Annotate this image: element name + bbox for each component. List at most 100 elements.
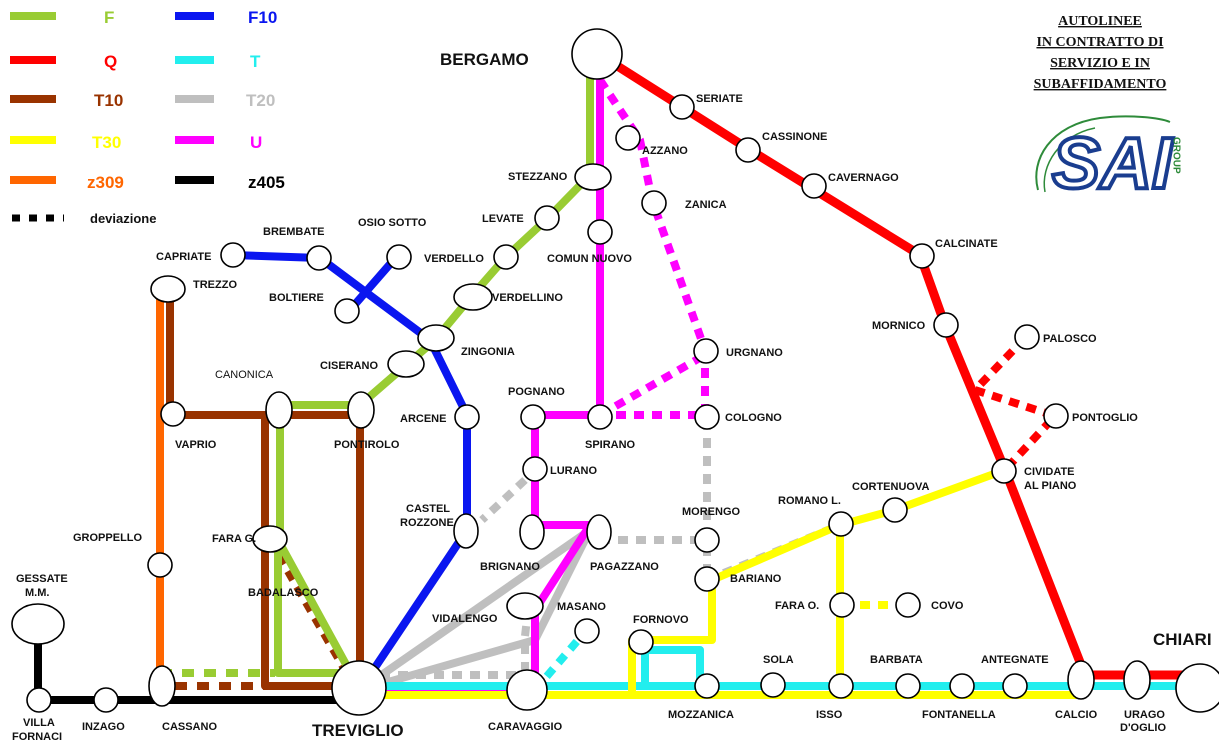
label-fara-o: FARA O.: [775, 600, 819, 612]
route-f10: [231, 251, 471, 693]
station-pognano: [520, 404, 546, 430]
label-bariano: BARIANO: [730, 573, 782, 585]
label-zanica: ZANICA: [685, 199, 727, 211]
label-vidalengo: VIDALENGO: [432, 613, 498, 625]
station-isso: [828, 673, 854, 699]
label-pognano: POGNANO: [508, 386, 565, 398]
station-gessate: [11, 603, 65, 645]
station-palosco: [1014, 324, 1040, 350]
station-vidalengo: [506, 592, 544, 620]
label-mozzanica: MOZZANICA: [668, 709, 734, 721]
label-levate: LEVATE: [482, 213, 524, 225]
station-fornovo: [628, 629, 654, 655]
station-lurano: [522, 456, 548, 482]
station-fara-g: [252, 525, 288, 553]
label-verdello: VERDELLO: [424, 253, 484, 265]
legend-label-z309: z309: [87, 173, 124, 192]
route-u-deviation-zanica: [596, 77, 709, 352]
station-verdello: [493, 244, 519, 270]
label-capriate: CAPRIATE: [156, 251, 211, 263]
label-barbata: BARBATA: [870, 654, 923, 666]
label-urago-2: D'OGLIO: [1120, 722, 1166, 734]
legend-label-t: T: [250, 52, 261, 71]
label-mornico: MORNICO: [872, 320, 926, 332]
label-isso: ISSO: [816, 709, 843, 721]
label-sola: SOLA: [763, 654, 794, 666]
station-castel-rozzone: [453, 513, 479, 549]
label-calcio: CALCIO: [1055, 709, 1098, 721]
route-q-deviation-palosco: [972, 335, 1028, 393]
station-cividate: [991, 458, 1017, 484]
station-calcinate: [909, 243, 935, 269]
label-osio-sotto: OSIO SOTTO: [358, 217, 427, 229]
station-bariano: [694, 566, 720, 592]
label-brignano: BRIGNANO: [480, 561, 540, 573]
label-fornovo: FORNOVO: [633, 614, 689, 626]
station-morengo: [694, 527, 720, 553]
station-covo: [895, 592, 921, 618]
label-calcinate: CALCINATE: [935, 238, 998, 250]
label-chiari: CHIARI: [1153, 630, 1212, 649]
station-levate: [534, 205, 560, 231]
station-comun-nuovo: [587, 219, 613, 245]
label-seriate: SERIATE: [696, 93, 743, 105]
route-t-fornovo: [641, 646, 704, 686]
label-gessate-1: GESSATE: [16, 573, 68, 585]
label-pontoglio: PONTOGLIO: [1072, 412, 1138, 424]
station-osio-sotto: [386, 244, 412, 270]
station-capriate: [220, 242, 246, 268]
station-treviglio: [331, 660, 387, 716]
route-t20-deviation-castel: [479, 477, 528, 523]
label-pontirolo: PONTIROLO: [334, 439, 400, 451]
label-cassano: CASSANO: [162, 721, 217, 733]
station-pagazzano: [586, 514, 612, 550]
station-labels: BERGAMO TREVIGLIO CHIARI SERIATE CASSINO…: [12, 50, 1212, 740]
station-trezzo: [150, 275, 186, 303]
label-azzano: AZZANO: [642, 145, 688, 157]
route-u-deviation-spirano: [598, 351, 707, 419]
label-pagazzano: PAGAZZANO: [590, 561, 659, 573]
station-zingonia: [417, 324, 455, 352]
station-groppello: [147, 552, 173, 578]
label-gessate-2: M.M.: [25, 587, 49, 599]
route-t10: [166, 290, 360, 690]
logo-group-text: GROUP: [1171, 137, 1182, 174]
legend-label-deviazione: deviazione: [90, 211, 156, 226]
label-vaprio: VAPRIO: [175, 439, 217, 451]
station-romano: [828, 511, 854, 537]
label-romano: ROMANO L.: [778, 495, 841, 507]
label-caravaggio: CARAVAGGIO: [488, 721, 563, 733]
station-fontanella: [949, 673, 975, 699]
label-urago-1: URAGO: [1124, 709, 1165, 721]
legend-label-t20: T20: [246, 91, 275, 110]
label-fara-g: FARA G.: [212, 533, 256, 545]
route-t20: [356, 526, 594, 694]
logo-text: SAI: [1052, 124, 1174, 204]
station-chiari: [1175, 663, 1219, 713]
label-castel-2: ROZZONE: [400, 517, 454, 529]
station-barbata: [895, 673, 921, 699]
label-arcene: ARCENE: [400, 413, 446, 425]
label-badalasco: BADALASCO: [248, 587, 319, 599]
label-villa-2: FORNACI: [12, 731, 62, 740]
station-boltiere: [334, 298, 360, 324]
label-lurano: LURANO: [550, 465, 597, 477]
title-line-3: SERVIZIO E IN: [1050, 56, 1150, 71]
label-morengo: MORENGO: [682, 506, 741, 518]
station-fara-o: [829, 592, 855, 618]
legend-label-t10: T10: [94, 91, 123, 110]
station-villa-fornaci: [26, 687, 52, 713]
title-line-4: SUBAFFIDAMENTO: [1034, 77, 1167, 92]
station-masano: [574, 618, 600, 644]
station-caravaggio: [506, 669, 548, 711]
station-bergamo: [571, 28, 623, 80]
label-cortenuova: CORTENUOVA: [852, 481, 929, 493]
label-cividate-2: AL PIANO: [1024, 480, 1077, 492]
label-spirano: SPIRANO: [585, 439, 636, 451]
station-brignano: [519, 514, 545, 550]
station-spirano: [587, 404, 613, 430]
station-pontirolo: [347, 391, 375, 429]
label-cassinone: CASSINONE: [762, 131, 827, 143]
label-fontanella: FONTANELLA: [922, 709, 996, 721]
